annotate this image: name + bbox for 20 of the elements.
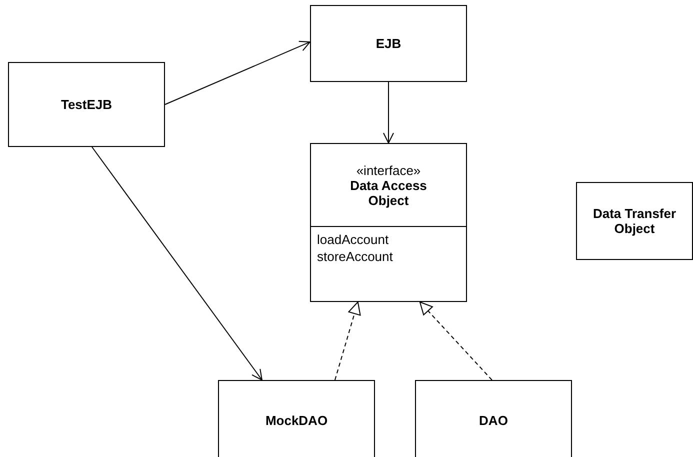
class-name: Data Transfer Object: [592, 206, 678, 236]
interface-class-box: [310, 143, 467, 302]
operation-name: loadAccount: [317, 231, 390, 248]
class-box: [576, 182, 693, 260]
class-box: [8, 62, 165, 147]
class-name: Data Access Object: [349, 178, 428, 208]
association-arrow: [383, 82, 394, 144]
class-box: [415, 380, 572, 457]
stereotype-label: «interface»: [356, 162, 421, 178]
realization-arrow: [419, 302, 492, 380]
association-arrow: [164, 40, 310, 105]
association-arrow: [92, 146, 262, 380]
class-box: [310, 5, 467, 82]
realization-arrow: [334, 302, 361, 380]
class-name: TestEJB: [60, 97, 112, 112]
class-name: DAO: [479, 413, 508, 428]
class-name: EJB: [376, 36, 402, 51]
operation-name: storeAccount: [317, 248, 394, 265]
class-box: [218, 380, 375, 457]
class-name: MockDAO: [265, 413, 328, 428]
